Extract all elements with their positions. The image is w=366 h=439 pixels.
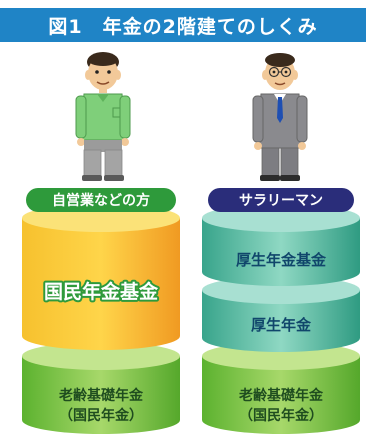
salaried-person-icon	[252, 53, 308, 181]
salaried-label	[208, 188, 354, 212]
self-employed-label-text: 自営業などの方	[52, 192, 150, 209]
left-fund-tier	[22, 204, 180, 350]
self-employed-person-icon	[75, 52, 131, 181]
self-employed-label	[26, 188, 176, 212]
title-bar: 図1 年金の2階建てのしくみ	[0, 8, 366, 42]
left-basic-pension-tier	[22, 342, 180, 434]
right-basic-pension-subtext: （国民年金）	[239, 407, 323, 424]
right-welfare-pension-tier	[202, 276, 360, 352]
page-title: 図1 年金の2階建てのしくみ	[48, 15, 318, 38]
welfare-pension-text: 厚生年金	[251, 316, 312, 334]
left-basic-pension-text: 老齢基礎年金	[59, 387, 144, 404]
right-basic-pension-text: 老齢基礎年金	[239, 387, 324, 404]
right-welfare-fund-tier	[202, 204, 360, 286]
welfare-pension-fund-text: 厚生年金基金	[236, 251, 327, 269]
salaried-label-text: サラリーマン	[239, 193, 323, 209]
national-pension-fund-text: 国民年金基金	[44, 280, 159, 303]
left-basic-pension-subtext: （国民年金）	[59, 407, 143, 424]
